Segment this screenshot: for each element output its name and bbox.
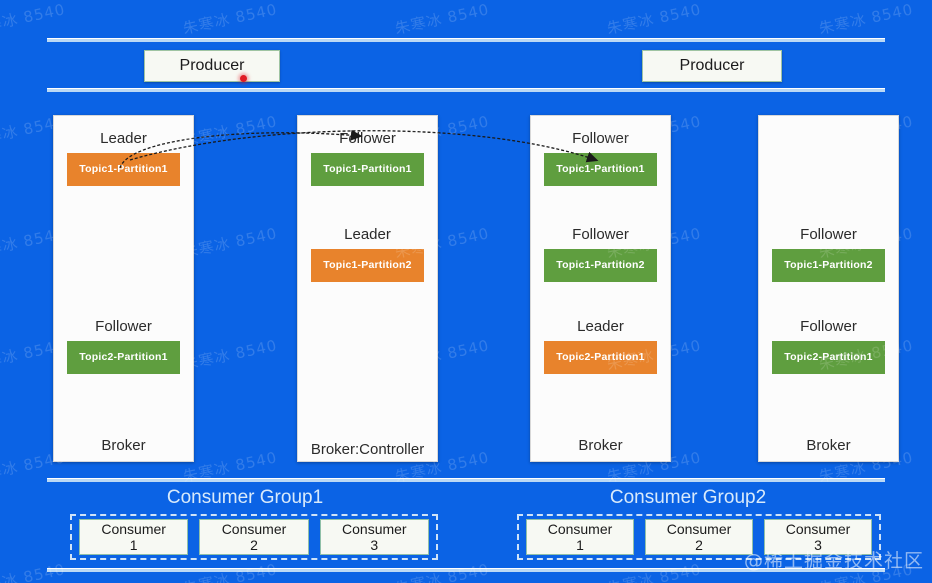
consumer-name: Consumer (785, 521, 851, 537)
divider-rule-producer-bottom (47, 88, 885, 92)
watermark-tile: 朱寒冰 8540 (605, 0, 703, 38)
partition-role-label: Follower (800, 226, 857, 243)
partition-chip[interactable]: Topic2-Partition1 (544, 341, 657, 374)
partition-chip[interactable]: Topic1-Partition1 (67, 153, 180, 186)
producer-box-2[interactable]: Producer (642, 50, 782, 82)
consumer-name: Consumer (101, 521, 166, 537)
watermark-tile: 朱寒冰 8540 (181, 224, 279, 262)
consumer-index: 3 (814, 537, 822, 553)
producer-label: Producer (679, 57, 745, 74)
consumer-group-title-1: Consumer Group1 (166, 487, 324, 508)
partition-role-label: Leader (344, 226, 391, 243)
partition-role-label: Leader (577, 318, 624, 335)
watermark-tile: 朱寒冰 8540 (0, 0, 67, 38)
partition-role-label: Follower (95, 318, 152, 335)
partition-role-label: Follower (572, 226, 629, 243)
partition-role-label: Follower (800, 318, 857, 335)
consumer-index: 2 (695, 537, 703, 553)
consumer-group-title-2: Consumer Group2 (609, 487, 767, 508)
divider-rule-consumer-top (47, 478, 885, 482)
consumer-name: Consumer (547, 521, 613, 537)
partition-chip[interactable]: Topic1-Partition1 (544, 153, 657, 186)
partition-chip[interactable]: Topic2-Partition1 (772, 341, 885, 374)
partition-role-label: Leader (100, 130, 147, 147)
watermark-tile: 朱寒冰 8540 (817, 0, 915, 38)
partition-chip[interactable]: Topic1-Partition2 (772, 249, 885, 282)
divider-rule-top (47, 38, 885, 42)
broker-name-label: Broker (578, 437, 623, 454)
consumer-name: Consumer (666, 521, 732, 537)
broker-name-label: Broker (806, 437, 851, 454)
watermark-tile: 朱寒冰 8540 (393, 0, 491, 38)
consumer-index: 3 (370, 537, 379, 553)
cursor-pointer-dot (240, 75, 247, 82)
site-brand-watermark: @稀土掘金技术社区 (743, 550, 924, 572)
producer-label: Producer (179, 57, 245, 74)
consumer-index: 2 (250, 537, 258, 553)
consumer-index: 1 (576, 537, 584, 553)
watermark-tile: 朱寒冰 8540 (181, 112, 279, 150)
partition-chip[interactable]: Topic1-Partition2 (311, 249, 424, 282)
watermark-tile: 朱寒冰 8540 (181, 336, 279, 374)
producer-box-1[interactable]: Producer (144, 50, 280, 82)
watermark-tile: 朱寒冰 8540 (181, 0, 279, 38)
broker-name-label: Broker (101, 437, 146, 454)
partition-chip[interactable]: Topic1-Partition2 (544, 249, 657, 282)
consumer-name: Consumer (221, 521, 287, 537)
consumer-index: 1 (129, 537, 138, 553)
broker-name-label: Broker:Controller (310, 441, 425, 458)
partition-chip[interactable]: Topic2-Partition1 (67, 341, 180, 374)
divider-rule-bottom (47, 568, 885, 572)
partition-role-label: Follower (572, 130, 629, 147)
partition-role-label: Follower (339, 130, 396, 147)
partition-chip[interactable]: Topic1-Partition1 (311, 153, 424, 186)
consumer-name: Consumer (342, 521, 407, 537)
